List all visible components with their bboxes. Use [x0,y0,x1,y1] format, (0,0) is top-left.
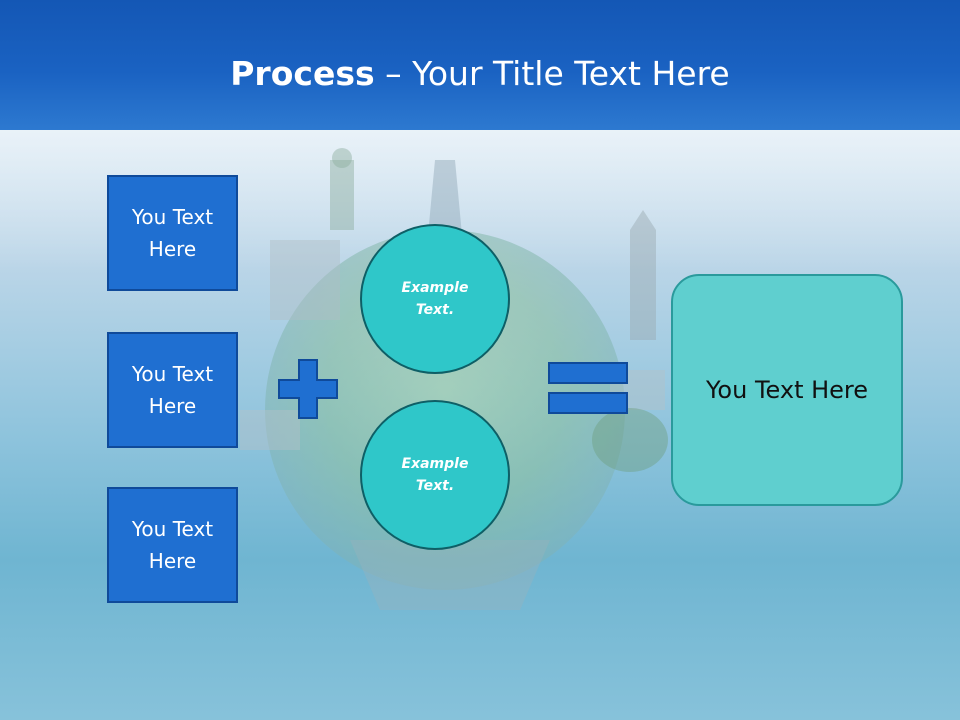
left-text-box-2: You Text Here [107,332,238,448]
slide-title: Process – Your Title Text Here [0,52,960,96]
result-label: You Text Here [705,376,869,404]
left-text-box-label: You Text Here [131,362,214,418]
equals-icon [548,362,628,414]
title-bar [0,0,960,130]
left-text-box-label: You Text Here [131,517,214,573]
result-text-box: You Text Here [671,274,903,506]
left-text-box-1: You Text Here [107,175,238,291]
example-circle-label: Example Text. [401,456,469,494]
title-rest: – Your Title Text Here [374,54,730,93]
example-circle-2: Example Text. [360,400,510,550]
title-bold: Process [230,54,375,93]
example-circle-label: Example Text. [401,280,469,318]
example-circle-1: Example Text. [360,224,510,374]
left-text-box-label: You Text Here [131,205,214,261]
plus-icon [278,359,338,419]
left-text-box-3: You Text Here [107,487,238,603]
